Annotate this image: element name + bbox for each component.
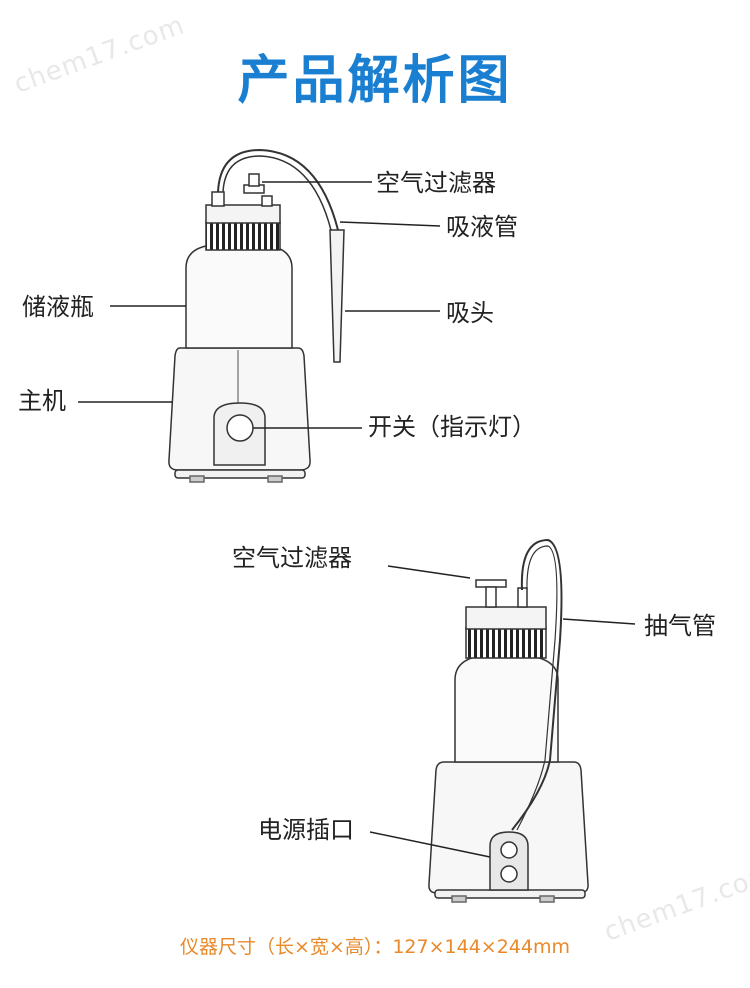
air-filter-rear — [475, 579, 507, 588]
bottle-body — [185, 244, 293, 349]
page-title: 产品解析图 — [237, 51, 513, 111]
label-power-socket: 电源插口 — [258, 816, 354, 844]
label-tip: 吸头 — [446, 299, 494, 327]
suction-tip — [329, 229, 345, 363]
switch-button — [226, 414, 254, 442]
dimensions-text: 仪器尺寸（长×宽×高）：127×144×244mm — [180, 936, 570, 958]
label-switch: 开关（指示灯） — [368, 413, 536, 441]
label-main-unit: 主机 — [18, 387, 66, 415]
label-air-filter-1: 空气过滤器 — [376, 169, 496, 197]
label-air-filter-2: 空气过滤器 — [232, 544, 352, 572]
bottle-body-rear — [454, 655, 559, 763]
exhaust-tube — [511, 538, 563, 831]
label-exhaust-tube: 抽气管 — [644, 612, 716, 640]
diagram-2-aspirator-rear — [369, 538, 636, 903]
power-socket-panel — [489, 831, 529, 891]
bottle-cap — [205, 221, 281, 251]
label-bottle: 储液瓶 — [22, 293, 94, 321]
diagram-1-aspirator — [78, 148, 441, 483]
bottle-cap-rear — [465, 627, 547, 659]
label-suction-tube: 吸液管 — [446, 213, 518, 241]
suction-tube — [217, 148, 339, 231]
